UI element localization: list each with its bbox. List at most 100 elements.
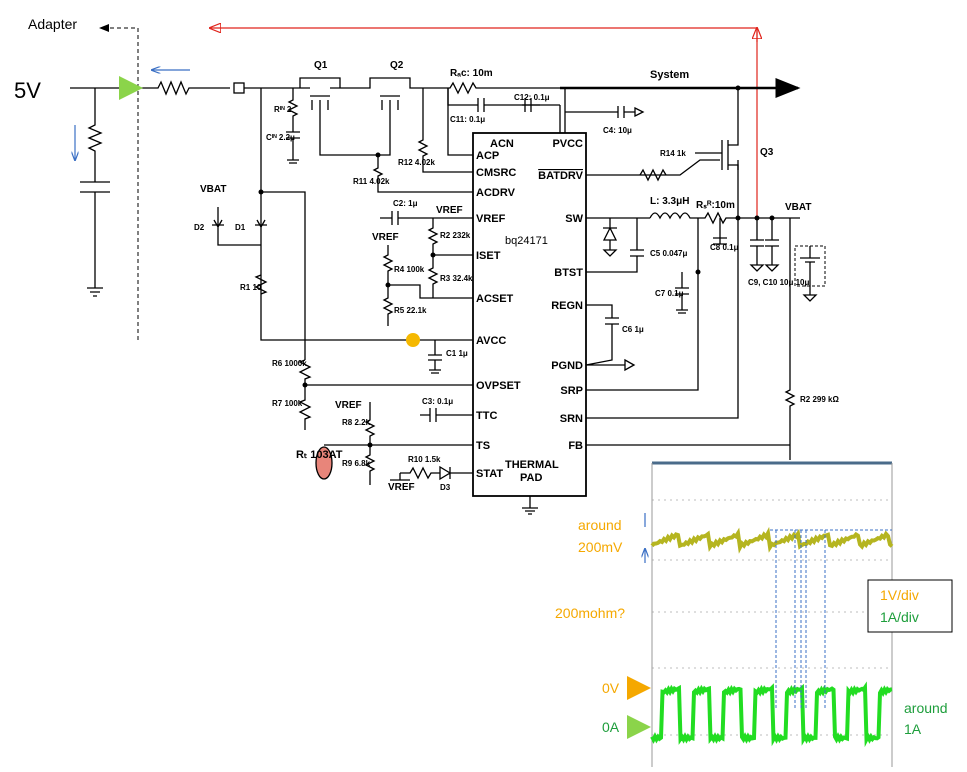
- junction-dot: [302, 382, 308, 388]
- r2b-label: R2 299 kΩ: [800, 395, 839, 404]
- r14-label: R14 1k: [660, 149, 686, 158]
- r7-label: R7 100k: [272, 399, 303, 408]
- r12-label: R12 4.02k: [398, 158, 435, 167]
- c11-label: C11: 0.1μ: [450, 115, 485, 124]
- rac-resistor: [440, 81, 560, 95]
- thermal-ground: [522, 496, 538, 515]
- ic-pin-fb: FB: [568, 440, 583, 452]
- thermal-pad-label-line2: PAD: [520, 472, 542, 484]
- left-vertical-wire: [260, 88, 473, 360]
- inductor-label: L: 3.3μH: [650, 196, 689, 207]
- q2-mosfet: Q2: [360, 60, 440, 145]
- vref-label-a: VREF: [436, 205, 463, 216]
- d1-d2-diodes: [212, 207, 267, 246]
- ic-pin-cmsrc: CMSRC: [476, 167, 516, 179]
- ic-pin-pgnd: PGND: [551, 360, 583, 372]
- c12-capacitor: [522, 98, 540, 112]
- r5-label: R5 22.1k: [394, 306, 427, 315]
- r6-label: R6 1000k: [272, 359, 307, 368]
- r8-label: R8 2.2k: [342, 418, 371, 427]
- highlight-dot: [406, 333, 420, 347]
- c12-label: C12: 0.1μ: [514, 93, 550, 102]
- junction-dot: [695, 269, 701, 275]
- d1-label: D1: [235, 223, 246, 232]
- rac-label: Rₐᴄ: 10m: [450, 68, 493, 79]
- junction-dot: [385, 282, 391, 288]
- ic-name: bq24171: [505, 235, 548, 247]
- ic-pin-regn: REGN: [551, 300, 583, 312]
- ic-pin-ts: TS: [476, 440, 490, 452]
- c6-label: C6 1μ: [622, 325, 644, 334]
- adapter-label: Adapter: [28, 16, 77, 32]
- ic-pin-acn: ACN: [490, 138, 514, 150]
- ic-left-pins: ACNACPCMSRCACDRVVREFISETACSETAVCCOVPSETT…: [476, 138, 521, 480]
- acn-acp-wires: [447, 88, 561, 156]
- scale-legend-box: [867, 579, 953, 633]
- r8-r9-network: [324, 402, 473, 485]
- ripple-label-2: 200mV: [578, 539, 623, 555]
- voltage-trace: [650, 526, 894, 554]
- r1-resistor: [254, 274, 268, 295]
- r2-r3-divider: [427, 218, 473, 298]
- d2-label: D2: [194, 223, 205, 232]
- d3-label: D3: [440, 483, 451, 492]
- junction-dot: [258, 189, 264, 195]
- vref-label-b: VREF: [372, 232, 399, 243]
- srp-srn-wires: [586, 218, 739, 419]
- r1-label: R1 10: [240, 283, 262, 292]
- junction-dot: [367, 442, 373, 448]
- thermistor-rt: [315, 446, 333, 480]
- c9-c10-label: C9, C10 10μ 10μ: [748, 278, 809, 287]
- q3-mosfet: Q3: [695, 140, 774, 170]
- r14-resistor: [639, 168, 667, 182]
- current-label-2: 1A: [904, 721, 922, 737]
- r9-label: R9 6.8k: [342, 459, 371, 468]
- battery-symbol: [800, 246, 820, 302]
- adapter-boundary-line: [99, 24, 139, 340]
- c5-capacitor: [586, 218, 644, 273]
- c3-label: C3: 0.1μ: [422, 397, 453, 406]
- ic-pin-avcc: AVCC: [476, 335, 506, 347]
- junction-dot: [754, 215, 760, 221]
- r10-label: R10 1.5k: [408, 455, 441, 464]
- junction-dot: [430, 252, 436, 258]
- c7-capacitor: [675, 272, 689, 314]
- q2-label: Q2: [390, 60, 404, 71]
- c4-network: [564, 88, 645, 133]
- fb-divider: [586, 218, 796, 460]
- scale-amps-label: 1A/div: [880, 609, 919, 625]
- c6-pgnd-network: [585, 304, 636, 372]
- rin-label: Rᴵᴺ 2: [274, 105, 292, 114]
- c1-label: C1 1μ: [446, 349, 468, 358]
- ic-pin-acset: ACSET: [476, 293, 514, 305]
- q3-label: Q3: [760, 147, 774, 158]
- oscilloscope-capture: [645, 461, 894, 767]
- junction-dot: [375, 152, 381, 158]
- ic-pin-vref: VREF: [476, 213, 506, 225]
- ic-pin-pvcc: PVCC: [552, 138, 583, 150]
- ic-pin-sw: SW: [565, 213, 583, 225]
- junction-dot: [769, 215, 775, 221]
- r4-r5-divider: [382, 245, 473, 326]
- q1-mosfet: Q1: [299, 60, 341, 150]
- vbat-left-label: VBAT: [200, 184, 226, 195]
- rt-label: Rₜ 103AT: [296, 449, 343, 461]
- r6-r7-divider: [298, 359, 473, 430]
- rsr-label: Rₛᴿ:10m: [696, 200, 735, 211]
- vref-label-c: VREF: [335, 400, 362, 411]
- vref-label-d: VREF: [388, 482, 415, 493]
- r4-label: R4 100k: [394, 265, 425, 274]
- ripple-label-1: around: [578, 517, 622, 533]
- batdrv-q3-wires: [586, 88, 739, 218]
- ic-pin-stat: STAT: [476, 468, 503, 480]
- r11-label: R11 4.02k: [353, 177, 390, 186]
- current-trace: [650, 681, 893, 748]
- c7-label: C7 0.1μ: [655, 289, 684, 298]
- c5-label: C5 0.047μ: [650, 249, 687, 258]
- bq24171-ic: [472, 132, 587, 497]
- c2-capacitor: [380, 211, 473, 225]
- input-connector: [233, 82, 245, 94]
